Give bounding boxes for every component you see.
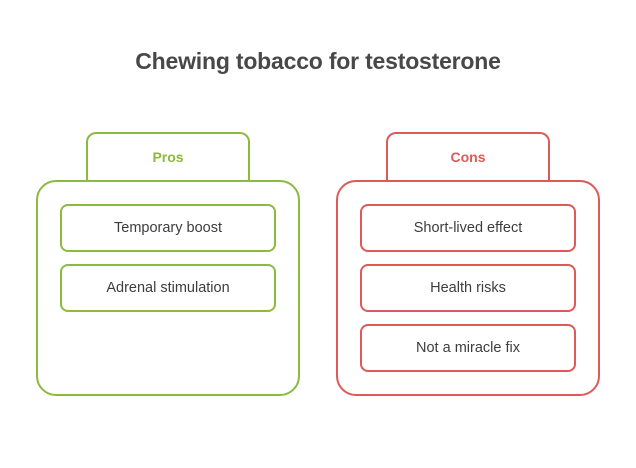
- cons-item-label: Health risks: [430, 280, 506, 296]
- cons-item-label: Not a miracle fix: [416, 340, 520, 356]
- cons-label: Cons: [450, 149, 486, 165]
- pros-item: Temporary boost: [60, 204, 276, 252]
- cons-item: Short-lived effect: [360, 204, 576, 252]
- pros-item-label: Adrenal stimulation: [106, 280, 230, 296]
- pros-header-tab: Pros: [86, 132, 250, 180]
- cons-header-tab: Cons: [386, 132, 550, 180]
- pros-label: Pros: [152, 149, 184, 165]
- pros-panel: Temporary boost Adrenal stimulation: [36, 180, 300, 396]
- cons-item: Not a miracle fix: [360, 324, 576, 372]
- pros-item-label: Temporary boost: [114, 220, 222, 236]
- diagram-title: Chewing tobacco for testosterone: [135, 48, 501, 74]
- cons-item: Health risks: [360, 264, 576, 312]
- cons-panel: Short-lived effect Health risks Not a mi…: [336, 180, 600, 396]
- pros-item: Adrenal stimulation: [60, 264, 276, 312]
- cons-item-label: Short-lived effect: [413, 220, 523, 236]
